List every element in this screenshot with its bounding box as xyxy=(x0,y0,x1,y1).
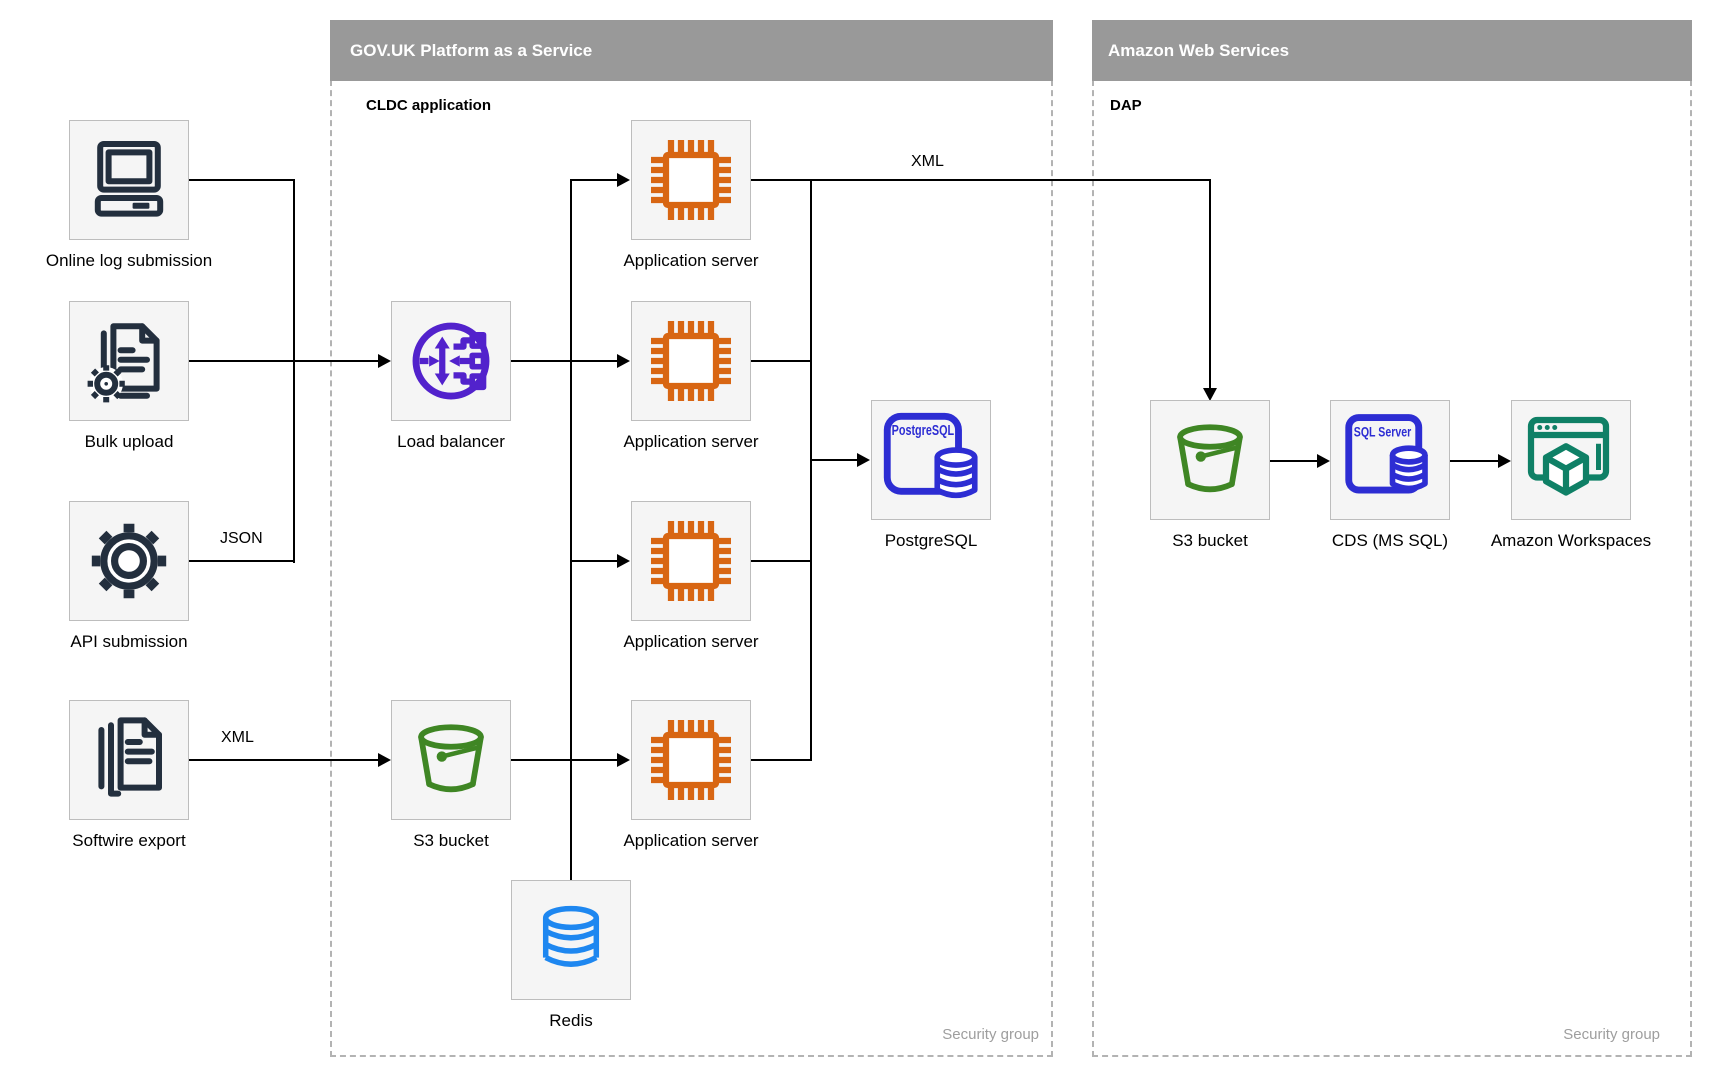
node-label: Load balancer xyxy=(397,432,505,451)
node-application-server-1: Application server xyxy=(623,120,759,270)
edge-label-json: JSON xyxy=(220,530,263,547)
zone-govuk-header: GOV.UK Platform as a Service xyxy=(330,20,1053,81)
node-amazon-workspaces: Amazon Workspaces xyxy=(1491,400,1651,550)
node-label: Online log submission xyxy=(45,251,213,270)
node-application-server-3: Application server xyxy=(623,501,759,651)
gear-icon xyxy=(81,513,177,609)
document-gear-icon xyxy=(81,313,177,409)
zone-aws-security-label: Security group xyxy=(1563,1026,1660,1043)
node-load-balancer: Load balancer xyxy=(391,301,511,451)
s3-bucket-icon xyxy=(1164,414,1256,506)
node-label: Application server xyxy=(623,831,759,850)
node-label: API submission xyxy=(70,632,188,651)
node-label: Redis xyxy=(549,1011,593,1030)
node-bulk-upload: Bulk upload xyxy=(69,301,189,451)
node-application-server-4: Application server xyxy=(623,700,759,850)
edge-bulk-to-load-balancer xyxy=(189,360,378,362)
node-softwire-export: Softwire export xyxy=(69,700,189,850)
cpu-chip-icon xyxy=(641,311,741,411)
s3-bucket-icon xyxy=(405,714,497,806)
node-label: PostgreSQL xyxy=(884,531,978,550)
node-label: Amazon Workspaces xyxy=(1490,531,1652,550)
cpu-chip-icon xyxy=(641,710,741,810)
node-label: Bulk upload xyxy=(84,432,174,451)
edge-collect-bus xyxy=(810,179,812,761)
computer-icon xyxy=(81,132,177,228)
zone-govuk-sublabel: CLDC application xyxy=(366,97,492,114)
node-s3-bucket-paas: S3 bucket xyxy=(391,700,511,850)
edge-cds-to-workspaces xyxy=(1450,460,1498,462)
edge-bus-to-app1 xyxy=(570,179,617,181)
load-balancer-icon xyxy=(401,311,501,411)
zone-govuk-title: GOV.UK Platform as a Service xyxy=(350,40,593,60)
edge-sources-merge xyxy=(293,179,295,563)
edge-s3dap-to-cds xyxy=(1270,460,1317,462)
arrowhead-into-app4 xyxy=(617,753,630,767)
node-label: CDS (MS SQL) xyxy=(1331,531,1449,550)
node-cds-ms-sql: SQL Server CDS (MS SQL) xyxy=(1330,400,1450,550)
documents-stack-icon xyxy=(81,712,177,808)
node-api-submission: API submission xyxy=(69,501,189,651)
edge-app3-out xyxy=(751,560,810,562)
arrowhead-into-app1 xyxy=(617,173,630,187)
edge-distribution-bus xyxy=(570,179,572,882)
edge-app1-out xyxy=(751,179,810,181)
arrowhead-into-postgresql xyxy=(857,453,870,467)
node-label: S3 bucket xyxy=(413,831,489,850)
arrowhead-into-workspaces xyxy=(1498,454,1511,468)
arrowhead-into-app3 xyxy=(617,554,630,568)
arrowhead-into-load-balancer xyxy=(378,354,391,368)
edge-online-log-out xyxy=(189,179,294,181)
arrowhead-into-s3-dap xyxy=(1203,388,1217,401)
cpu-chip-icon xyxy=(641,130,741,230)
edge-app4-out xyxy=(751,759,810,761)
node-redis: Redis xyxy=(511,880,631,1030)
zone-aws: Amazon Web Services DAP Security group xyxy=(1092,20,1692,1057)
edge-to-postgresql xyxy=(810,459,857,461)
node-s3-bucket-dap: S3 bucket xyxy=(1150,400,1270,550)
cpu-chip-icon xyxy=(641,511,741,611)
node-label: Softwire export xyxy=(72,831,186,850)
workspaces-window-cube-icon xyxy=(1521,410,1621,510)
zone-govuk-security-label: Security group xyxy=(942,1026,1039,1043)
edge-app2-out xyxy=(751,360,810,362)
node-online-log-submission: Online log submission xyxy=(46,120,212,270)
edge-label-xml-app: XML xyxy=(911,153,944,170)
arrowhead-into-cds xyxy=(1317,454,1330,468)
node-label: Application server xyxy=(623,251,759,270)
zone-aws-header: Amazon Web Services xyxy=(1092,20,1692,81)
sql-server-database-icon: SQL Server xyxy=(1340,410,1440,510)
node-label: Application server xyxy=(623,432,759,451)
database-cylinder-icon xyxy=(527,896,615,984)
edge-label-xml-softwire: XML xyxy=(221,729,254,746)
edge-lb-to-app2 xyxy=(511,360,617,362)
edge-api-out xyxy=(189,560,295,562)
edge-xml-to-aws-h xyxy=(810,179,1210,181)
zone-aws-title: Amazon Web Services xyxy=(1108,40,1290,60)
arrowhead-into-s3-paas xyxy=(378,753,391,767)
postgresql-icon-text: PostgreSQL xyxy=(892,423,955,439)
sql-server-icon-text: SQL Server xyxy=(1354,424,1412,439)
zone-aws-sublabel: DAP xyxy=(1110,97,1142,114)
node-postgresql: PostgreSQL PostgreSQL xyxy=(871,400,991,550)
postgresql-database-icon: PostgreSQL xyxy=(881,410,981,510)
edge-softwire-to-s3 xyxy=(189,759,378,761)
node-application-server-2: Application server xyxy=(623,301,759,451)
node-label: S3 bucket xyxy=(1172,531,1248,550)
edge-bus-to-app3 xyxy=(570,560,617,562)
edge-xml-to-aws-v xyxy=(1209,179,1211,388)
node-label: Application server xyxy=(623,632,759,651)
zone-govuk-paas: GOV.UK Platform as a Service CLDC applic… xyxy=(330,20,1053,1057)
edge-s3-to-app4 xyxy=(511,759,617,761)
arrowhead-into-app2 xyxy=(617,354,630,368)
